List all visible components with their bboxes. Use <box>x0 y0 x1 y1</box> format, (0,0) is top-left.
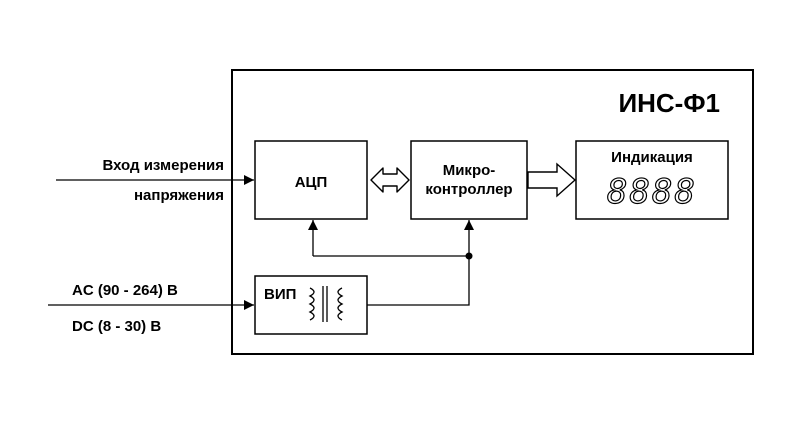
transformer-icon <box>308 286 344 322</box>
power-feed-line <box>367 256 470 306</box>
adc-mcu-double-arrow <box>370 167 410 193</box>
device-title: ИНС-Ф1 <box>618 88 720 118</box>
power-dc-label: DC (8 - 30) В <box>72 318 161 335</box>
microcontroller-label-line1: Микро- <box>443 162 496 179</box>
measure-input-label-line2: напряжения <box>134 187 224 204</box>
adc-block <box>254 140 368 220</box>
measure-input-label-line1: Вход измерения <box>102 157 224 174</box>
junction-dot <box>465 252 473 260</box>
indication-block <box>575 140 729 220</box>
indication-title: Индикация <box>611 149 693 166</box>
microcontroller-block <box>410 140 528 220</box>
power-supply-label: ВИП <box>264 286 296 303</box>
mcu-indication-arrow <box>527 162 577 198</box>
power-ac-label: AC (90 - 264) В <box>72 282 178 299</box>
adc-label: АЦП <box>295 174 328 191</box>
device-frame <box>231 69 754 355</box>
microcontroller-label-line2: контроллер <box>425 181 512 198</box>
seven-segment-display: 8888 <box>607 172 697 212</box>
